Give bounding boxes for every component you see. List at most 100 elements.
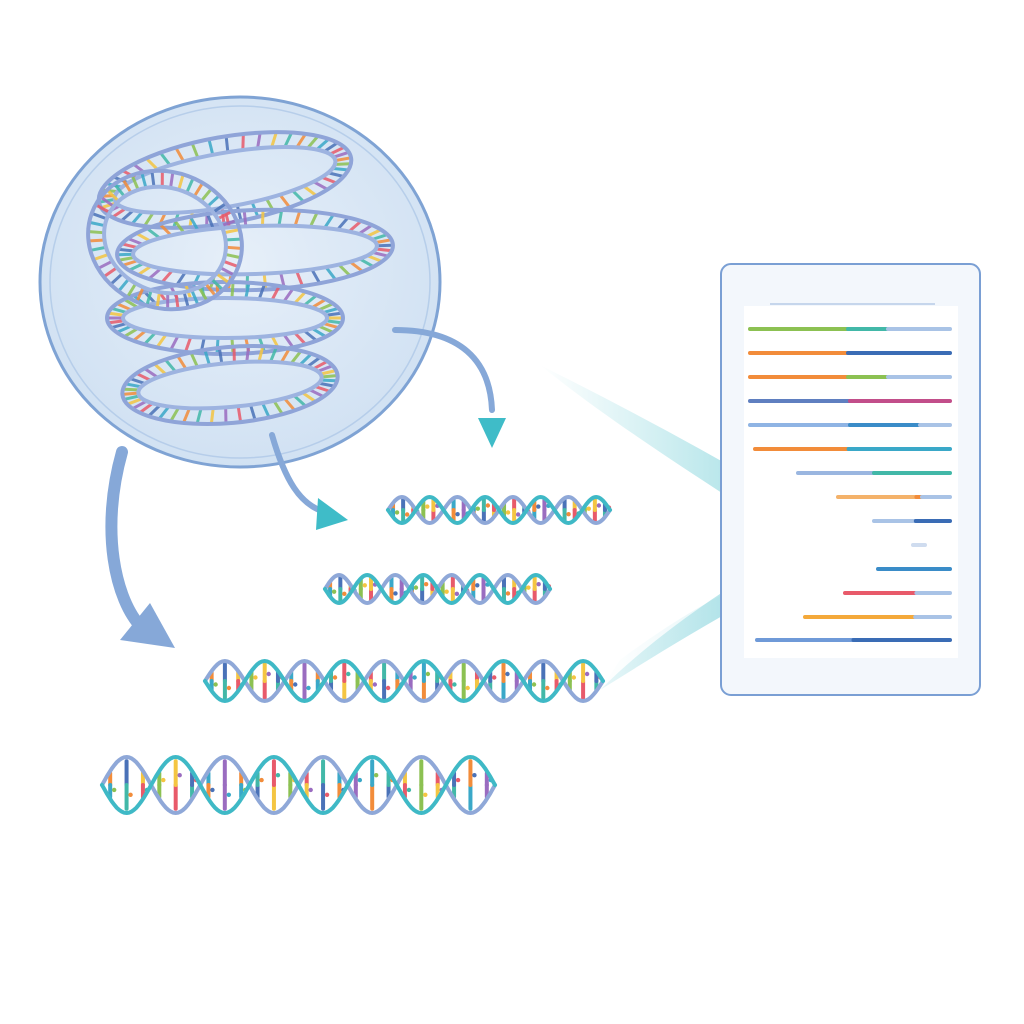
base-dot [531, 682, 537, 687]
base-dot [412, 675, 417, 680]
base-pair [193, 182, 204, 197]
base-dot [413, 585, 419, 590]
base-pair [261, 210, 265, 225]
arrow-head-icon [316, 498, 348, 530]
helix-strand [102, 184, 228, 296]
base-pair [133, 330, 147, 342]
base-pair [140, 172, 148, 188]
base-pair [293, 211, 301, 226]
base-pair [156, 334, 167, 348]
base-pair [337, 217, 349, 230]
base-pair [173, 220, 185, 233]
base-pair [166, 294, 170, 309]
base-pair [334, 151, 349, 159]
base-dot [342, 591, 347, 597]
base-pair [119, 247, 134, 253]
base-pair [89, 230, 104, 235]
base-pair [126, 283, 137, 298]
base-pair [292, 190, 305, 203]
base-pair [148, 404, 161, 417]
base-pair [198, 287, 208, 301]
helix-strand [115, 207, 395, 293]
base-pair [144, 367, 158, 379]
base-dot [505, 510, 511, 515]
base-pair [174, 147, 185, 162]
base-pair [223, 260, 238, 268]
helix-strand [105, 280, 345, 356]
base-dot [425, 504, 430, 509]
base-pair [191, 143, 199, 158]
base-pair [226, 245, 241, 250]
base-pair [359, 258, 374, 268]
base-pair [295, 271, 304, 286]
arrow-head-icon [120, 603, 175, 648]
base-dot [210, 787, 215, 793]
helix-strand [86, 168, 244, 312]
base-pair [321, 369, 336, 376]
base-dot [406, 787, 412, 793]
base-pair [261, 403, 271, 418]
base-pair [103, 267, 117, 278]
base-pair [294, 291, 306, 304]
base-dot [454, 591, 460, 597]
base-pair [322, 374, 337, 379]
base-dot [536, 581, 541, 587]
base-pair [245, 346, 251, 362]
base-pair [318, 302, 333, 312]
base-pair [283, 398, 296, 411]
base-pair [90, 245, 106, 252]
base-pair [224, 228, 240, 235]
arrow-to-fragment-3 [105, 446, 148, 634]
base-dot [584, 671, 590, 677]
base-dot [266, 671, 271, 677]
flow-arrows [105, 327, 506, 648]
base-pair [111, 322, 127, 329]
base-pair [302, 391, 316, 403]
helix-strand [136, 359, 324, 411]
helix-strand [203, 658, 605, 704]
base-pair [283, 132, 293, 147]
helix-strand [323, 572, 552, 606]
base-pair [315, 385, 330, 393]
base-pair [190, 290, 200, 305]
base-pair [123, 391, 138, 396]
base-dot [393, 591, 398, 596]
base-pair [175, 272, 187, 286]
base-pair [277, 210, 284, 225]
dna-helix-icon [386, 494, 612, 526]
base-pair [333, 167, 348, 172]
base-pair [349, 261, 363, 273]
base-pair [127, 397, 142, 406]
base-pair [155, 292, 161, 308]
base-pair [376, 247, 391, 253]
base-pair [242, 211, 248, 226]
base-pair [108, 319, 124, 325]
base-dot [465, 685, 470, 691]
base-dot [385, 685, 391, 691]
sequence-lines [748, 327, 952, 642]
base-pair [122, 179, 132, 193]
base-pair [244, 283, 251, 298]
base-pair [123, 259, 138, 267]
base-pair [307, 356, 321, 368]
base-dot [128, 792, 133, 797]
base-dot [444, 589, 449, 594]
base-pair [303, 185, 317, 197]
base-dot [404, 512, 410, 517]
base-pair [195, 408, 203, 424]
base-dot [526, 585, 531, 590]
base-pair [262, 274, 268, 289]
base-pair [128, 237, 143, 246]
base-pair [256, 133, 262, 148]
base-pair [89, 221, 105, 227]
base-pair [318, 364, 333, 373]
base-pair [323, 307, 339, 314]
dna-helix-icon [323, 572, 552, 606]
base-pair [120, 209, 134, 222]
base-pair [226, 237, 241, 242]
base-dot [346, 671, 351, 677]
base-pair [296, 133, 307, 148]
base-pair [89, 238, 104, 243]
base-dot [425, 671, 431, 677]
